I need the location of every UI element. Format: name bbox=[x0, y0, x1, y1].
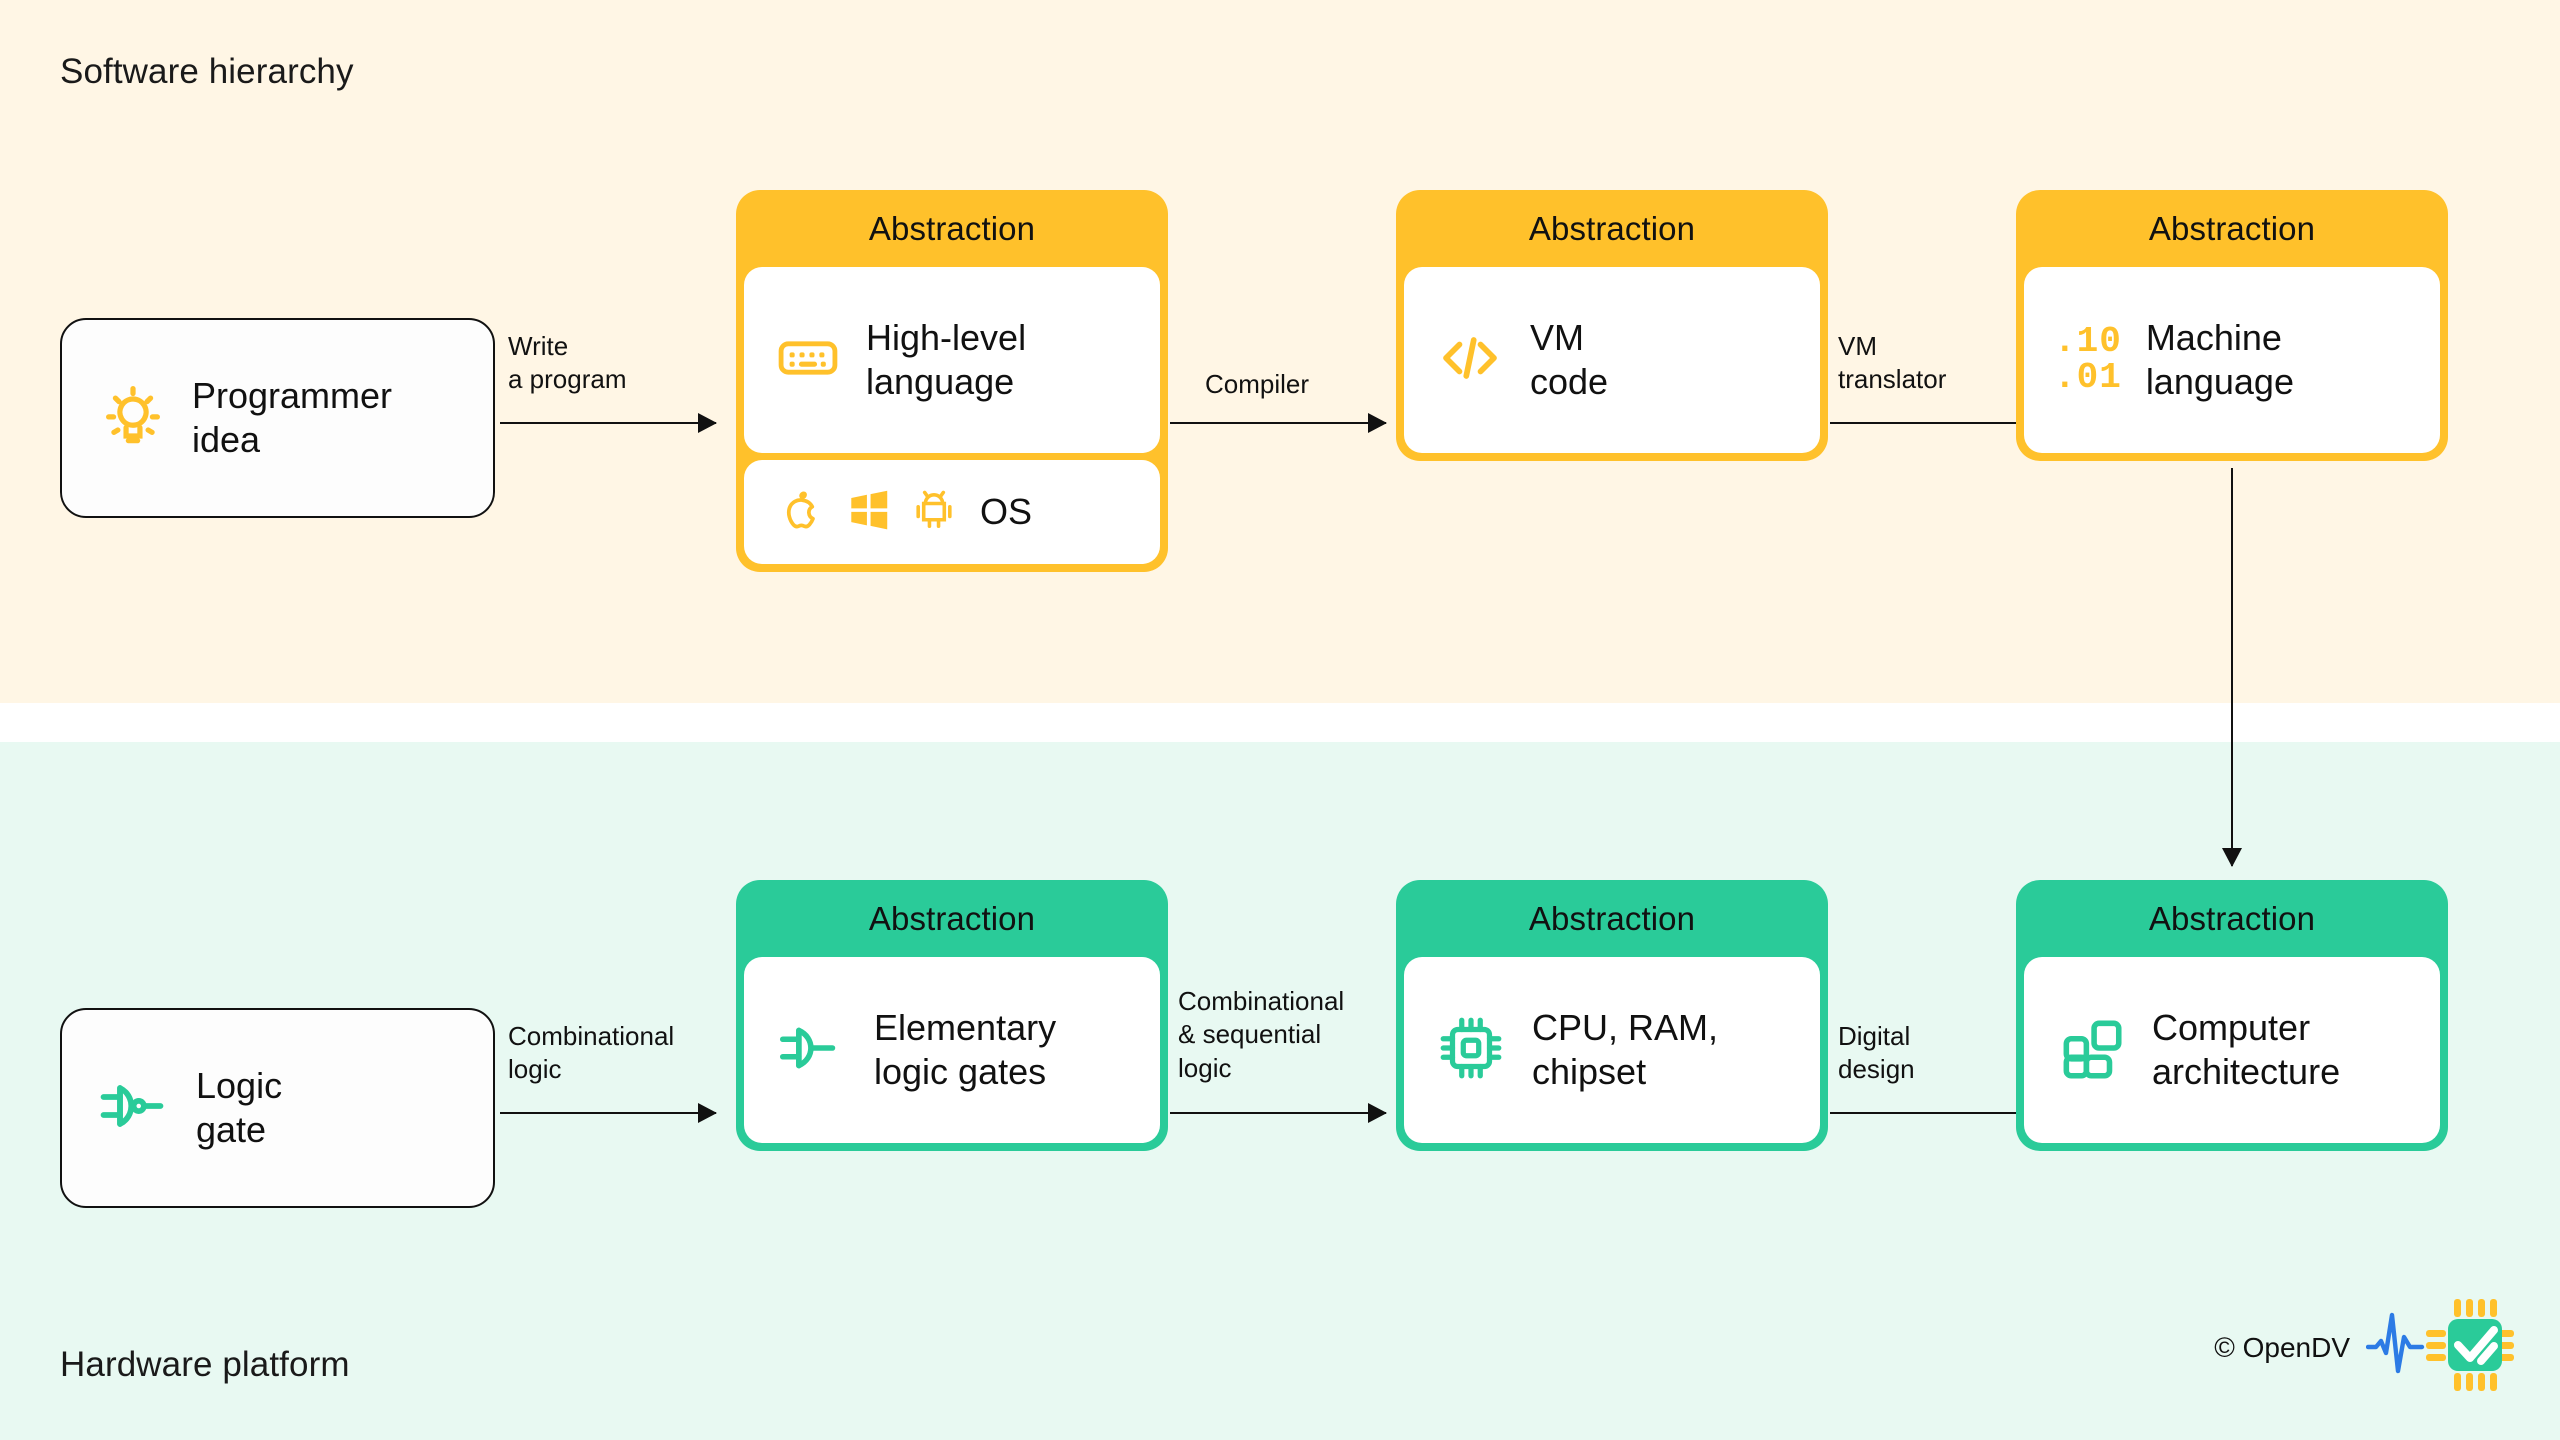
card-label: Machine language bbox=[2145, 317, 2294, 402]
card-body-machine-language[interactable]: .10 .01 Machine language bbox=[2024, 267, 2440, 453]
binary-icon-line-top: .10 bbox=[2054, 321, 2122, 362]
node-logic-gate[interactable]: Logic gate bbox=[60, 1008, 495, 1208]
card-computer-architecture[interactable]: Abstraction Computer architecture bbox=[2016, 880, 2448, 1151]
arrow-label-digital-design: Digital design bbox=[1838, 1021, 1915, 1085]
node-label: Programmer idea bbox=[192, 375, 393, 460]
card-cpu-ram-chipset[interactable]: Abstraction CPU, RAM, chipset bbox=[1396, 880, 1828, 1151]
arrow-label-write-a-program: Write a program bbox=[508, 331, 627, 395]
cpu-chip-icon bbox=[1434, 1011, 1508, 1090]
android-icon bbox=[908, 484, 960, 541]
card-label: Elementary logic gates bbox=[874, 1007, 1057, 1092]
card-header: Abstraction bbox=[868, 900, 1036, 937]
card-vm-code[interactable]: Abstraction VM code bbox=[1396, 190, 1828, 461]
card-body-vm-code[interactable]: VM code bbox=[1404, 267, 1820, 453]
logic-gate-icon bbox=[96, 1067, 174, 1150]
windows-icon bbox=[844, 485, 894, 540]
card-body-os[interactable]: OS bbox=[744, 460, 1160, 564]
card-header: Abstraction bbox=[1528, 900, 1696, 937]
keyboard-icon bbox=[774, 324, 842, 397]
arrow-vm-translator bbox=[1830, 413, 2047, 433]
card-high-level-language[interactable]: Abstraction High-level language bbox=[736, 190, 1168, 572]
arrow-machine-language-to-computer-architecture bbox=[2222, 468, 2242, 867]
arrow-label-vm-translator: VM translator bbox=[1838, 331, 1947, 395]
card-body-elementary-logic-gates[interactable]: Elementary logic gates bbox=[744, 957, 1160, 1143]
lightbulb-icon bbox=[96, 379, 170, 458]
footer-copyright: © OpenDV bbox=[2214, 1331, 2350, 1363]
apple-icon bbox=[774, 482, 830, 543]
card-label: Computer architecture bbox=[2152, 1007, 2341, 1092]
card-elementary-logic-gates[interactable]: Abstraction Elementary logic gates bbox=[736, 880, 1168, 1151]
card-header: Abstraction bbox=[2148, 900, 2316, 937]
code-brackets-icon bbox=[1434, 322, 1506, 399]
building-blocks-icon bbox=[2054, 1011, 2128, 1090]
card-header: Abstraction bbox=[1528, 210, 1696, 247]
arrow-combinational-logic bbox=[500, 1103, 717, 1123]
hardware-band-title: Hardware platform bbox=[60, 1345, 350, 1384]
card-body-high-level-language[interactable]: High-level language bbox=[744, 267, 1160, 453]
node-label: Logic gate bbox=[196, 1065, 283, 1150]
os-label: OS bbox=[980, 491, 1033, 532]
arrow-digital-design bbox=[1830, 1103, 2047, 1123]
arrow-compiler bbox=[1170, 413, 1387, 433]
arrow-label-combinational-sequential-logic: Combinational & sequential logic bbox=[1178, 986, 1345, 1083]
card-header: Abstraction bbox=[868, 210, 1036, 247]
footer-logo[interactable]: © OpenDV bbox=[2214, 1297, 2516, 1398]
arrow-write-a-program bbox=[500, 413, 717, 433]
card-label: VM code bbox=[1530, 317, 1609, 402]
card-body-cpu-ram-chipset[interactable]: CPU, RAM, chipset bbox=[1404, 957, 1820, 1143]
node-programmer-idea[interactable]: Programmer idea bbox=[60, 318, 495, 518]
software-band-title: Software hierarchy bbox=[60, 52, 354, 91]
arrow-label-compiler: Compiler bbox=[1205, 369, 1310, 399]
card-label: High-level language bbox=[866, 317, 1027, 402]
card-machine-language[interactable]: Abstraction .10 .01 Machine language bbox=[2016, 190, 2448, 461]
card-header: Abstraction bbox=[2148, 210, 2316, 247]
arrow-label-combinational-logic: Combinational logic bbox=[508, 1021, 675, 1085]
card-body-computer-architecture[interactable]: Computer architecture bbox=[2024, 957, 2440, 1143]
binary-icon-line-bottom: .01 bbox=[2054, 357, 2122, 398]
opendv-logo-icon bbox=[2365, 1297, 2516, 1398]
card-label: CPU, RAM, chipset bbox=[1532, 1007, 1719, 1092]
arrow-combinational-sequential-logic bbox=[1170, 1103, 1387, 1123]
binary-icon: .10 .01 bbox=[2054, 324, 2122, 396]
logic-gate-icon bbox=[774, 1010, 850, 1091]
